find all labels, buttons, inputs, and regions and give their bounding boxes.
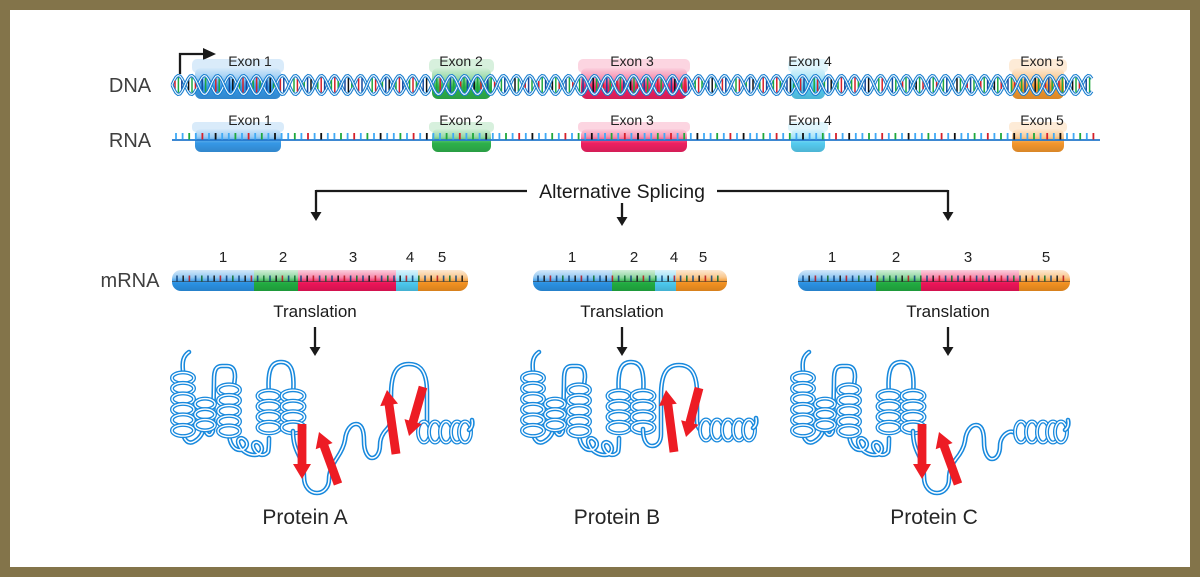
mrna-b-exon-number: 5 — [699, 249, 707, 266]
rna-row-label: RNA — [109, 130, 152, 152]
mrna-b-segment-exon-4 — [655, 270, 678, 291]
dna-exon-label-2: Exon 2 — [439, 53, 483, 69]
rna-row: RNA Exon 1 Exon 2 Exon 3 Exon 4 Exon 5 — [109, 112, 1100, 152]
mrna-row-label: mRNA — [101, 270, 161, 292]
proteins — [170, 349, 1071, 496]
mrna-bar-a — [172, 270, 468, 291]
red-arrow — [659, 390, 679, 453]
mrna-c-exon-number: 1 — [828, 249, 836, 266]
mrna-b-segment-exon-2 — [612, 270, 657, 291]
protein-c-structure — [790, 349, 1071, 496]
dna-exon-label-4: Exon 4 — [788, 53, 832, 69]
protein-label-a: Protein A — [262, 506, 347, 529]
mrna-a-exon-number: 4 — [406, 249, 414, 266]
mrna-c-exon-number: 5 — [1042, 249, 1050, 266]
rna-exon-label-2: Exon 2 — [439, 112, 483, 128]
red-arrow — [315, 432, 343, 486]
splicing-title: Alternative Splicing — [539, 181, 705, 203]
dna-helix — [170, 73, 1094, 97]
mrna-c-segment-exon-2 — [876, 270, 923, 291]
protein-label-c: Protein C — [890, 506, 978, 529]
red-arrow — [380, 390, 401, 455]
mrna-b-exon-number: 4 — [670, 249, 678, 266]
translation-label-c: Translation — [906, 302, 989, 321]
dna-row-label: DNA — [109, 75, 152, 97]
mrna-a-exon-number: 1 — [219, 249, 227, 266]
mrna-a-exon-number: 2 — [279, 249, 287, 266]
dna-exon-label-5: Exon 5 — [1020, 53, 1064, 69]
mrna-b-segment-exon-5 — [676, 270, 727, 291]
mrna-b-exon-number: 1 — [568, 249, 576, 266]
rna-exon-label-5: Exon 5 — [1020, 112, 1064, 128]
dna-exon-label-3: Exon 3 — [610, 53, 654, 69]
mrna-c-exon-number: 2 — [892, 249, 900, 266]
rna-exon-label-3: Exon 3 — [610, 112, 654, 128]
mrna-a-segment-exon-4 — [396, 270, 420, 291]
red-arrow — [913, 424, 931, 479]
red-arrow — [404, 385, 428, 436]
rna-exon-label-1: Exon 1 — [228, 112, 272, 128]
protein-label-b: Protein B — [574, 506, 660, 529]
translation-label-b: Translation — [580, 302, 663, 321]
mrna-c-exon-number: 3 — [964, 249, 972, 266]
red-arrow — [681, 386, 704, 437]
mrna-c-segment-exon-1 — [798, 270, 878, 291]
rna-exon-label-4: Exon 4 — [788, 112, 832, 128]
translation-label-a: Translation — [273, 302, 356, 321]
dna-exon-label-1: Exon 1 — [228, 53, 272, 69]
alternative-splicing-bracket: Alternative Splicing — [310, 181, 954, 226]
red-arrow — [935, 432, 963, 486]
mrna-a-exon-number: 5 — [438, 249, 446, 266]
mrna-bar-b — [533, 270, 727, 291]
protein-b-structure — [520, 349, 759, 458]
mrna-a-segment-exon-3 — [298, 270, 398, 291]
mrna-b-exon-number: 2 — [630, 249, 638, 266]
red-arrow — [293, 424, 311, 479]
transcription-start-arrow — [178, 48, 216, 74]
mrna-a-exon-number: 3 — [349, 249, 357, 266]
protein-a-structure — [170, 349, 475, 496]
mrna-b-segment-exon-1 — [533, 270, 614, 291]
mrna-bar-c — [798, 270, 1070, 291]
dna-row: DNA Exon 1 Exon 2 Exon 3 Exon 4 Exon 5 — [109, 48, 1094, 99]
